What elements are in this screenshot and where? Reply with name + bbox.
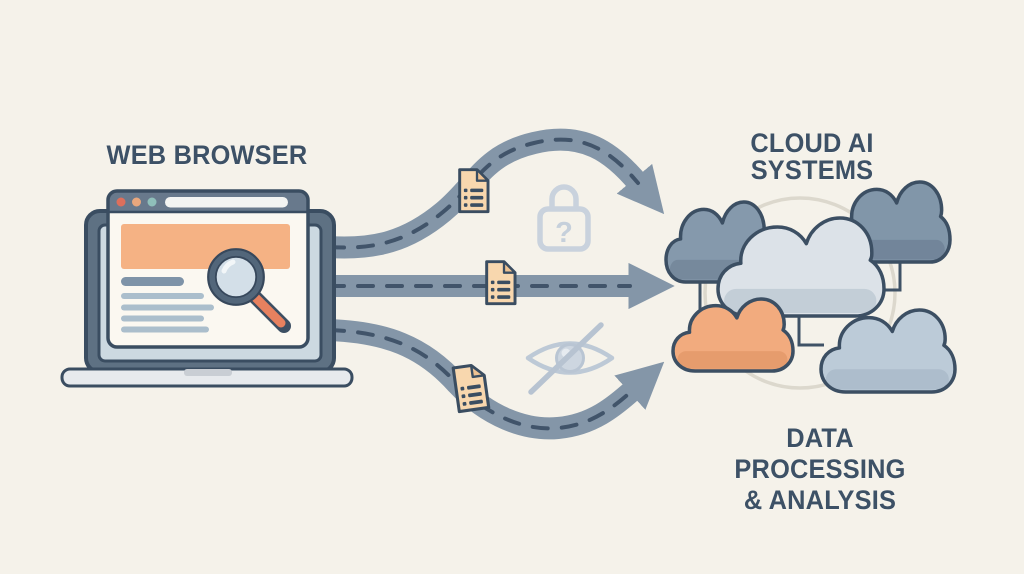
background-circle xyxy=(703,196,897,390)
document-icon xyxy=(458,168,490,214)
flow-arrow-top xyxy=(327,128,665,259)
lock-question-glyph: ? xyxy=(555,217,573,249)
page-banner xyxy=(121,224,290,269)
web-browser-label: WEB BROWSER xyxy=(106,140,308,170)
document-icon xyxy=(451,363,491,414)
cloud-cluster-icon xyxy=(666,182,955,392)
eye-slash-icon xyxy=(525,322,615,395)
laptop-icon xyxy=(60,189,354,388)
flow-arrows xyxy=(327,128,675,440)
data-processing-label-line2: & ANALYSIS xyxy=(743,485,897,515)
document-icons xyxy=(451,168,517,414)
browser-dot-red xyxy=(116,197,126,207)
browser-dot-teal xyxy=(147,197,157,207)
document-icon xyxy=(485,260,517,306)
browser-dot-orange xyxy=(132,197,141,207)
cloud-blue-icon xyxy=(821,310,955,392)
cloud-light-icon xyxy=(718,218,884,316)
lock-question-icon: ? xyxy=(537,184,591,252)
cloud-ai-systems-label: CLOUD AI SYSTEMS xyxy=(750,128,874,185)
cloud-orange-icon xyxy=(673,299,793,371)
flow-arrow-bottom xyxy=(327,319,665,440)
magnifier-icon xyxy=(207,248,291,333)
data-processing-label: DATA PROCESSING & ANALYSIS xyxy=(707,423,933,516)
address-bar xyxy=(165,197,288,208)
data-processing-label-line1: DATA PROCESSING xyxy=(734,423,906,484)
